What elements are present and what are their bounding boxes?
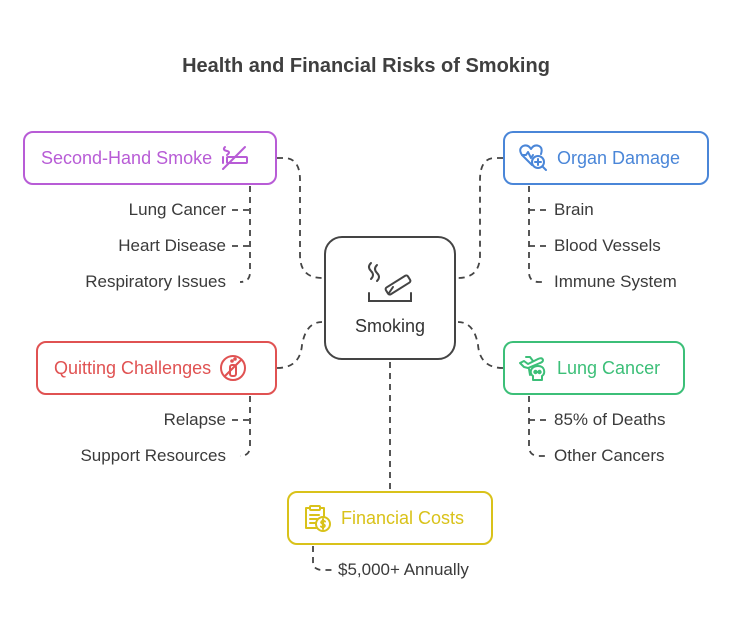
no-smoking-icon [218, 142, 250, 174]
smoking-icon [365, 259, 415, 312]
leaf-brain: Brain [554, 200, 594, 219]
leaf-immune-system: Immune System [554, 272, 677, 291]
branch-label: Second-Hand Smoke [41, 147, 213, 168]
branch-organ-damage[interactable]: Organ Damage [503, 131, 709, 185]
center-label: Smoking [354, 316, 426, 336]
leaf-5000-annually: $5,000+ Annually [338, 560, 469, 579]
clipboard-dollar-icon [301, 502, 333, 534]
branch-second-hand-smoke[interactable]: Second-Hand Smoke [23, 131, 277, 185]
leaf-blood-vessels: Blood Vessels [554, 236, 661, 255]
branch-label: Financial Costs [341, 507, 465, 528]
leaf-85-percent-of-deaths: 85% of Deaths [554, 410, 666, 429]
leaf-other-cancers: Other Cancers [554, 446, 665, 465]
center-node-smoking[interactable]: Smoking [324, 236, 456, 360]
connector-leaf [239, 186, 251, 283]
connector-leaf [312, 546, 332, 571]
heart-search-icon [517, 142, 549, 174]
branch-label: Quitting Challenges [54, 357, 212, 378]
diagram-title: Health and Financial Risks of Smoking [182, 55, 550, 77]
leaf-support-resources: Support Resources [80, 446, 226, 465]
branch-financial-costs[interactable]: Financial Costs [287, 491, 493, 545]
leaf-lung-cancer: Lung Cancer [128, 200, 226, 219]
connector-quitting [276, 321, 323, 369]
branch-label: Organ Damage [557, 147, 681, 168]
branch-lung-cancer[interactable]: Lung Cancer [503, 341, 685, 395]
connector-leaf [239, 396, 251, 457]
connector-leaf [528, 396, 546, 457]
branch-label: Lung Cancer [557, 357, 661, 378]
leaf-relapse: Relapse [163, 410, 226, 429]
leaf-heart-disease: Heart Disease [118, 236, 226, 255]
leaf-respiratory-issues: Respiratory Issues [85, 272, 226, 291]
connector-leaf [528, 186, 546, 283]
no-vape-icon [217, 352, 249, 384]
branch-quitting-challenges[interactable]: Quitting Challenges [36, 341, 277, 395]
connector-second-hand [277, 157, 323, 279]
connector-organ [457, 157, 503, 279]
connector-lung [457, 321, 504, 369]
airplane-skull-icon [517, 352, 549, 384]
